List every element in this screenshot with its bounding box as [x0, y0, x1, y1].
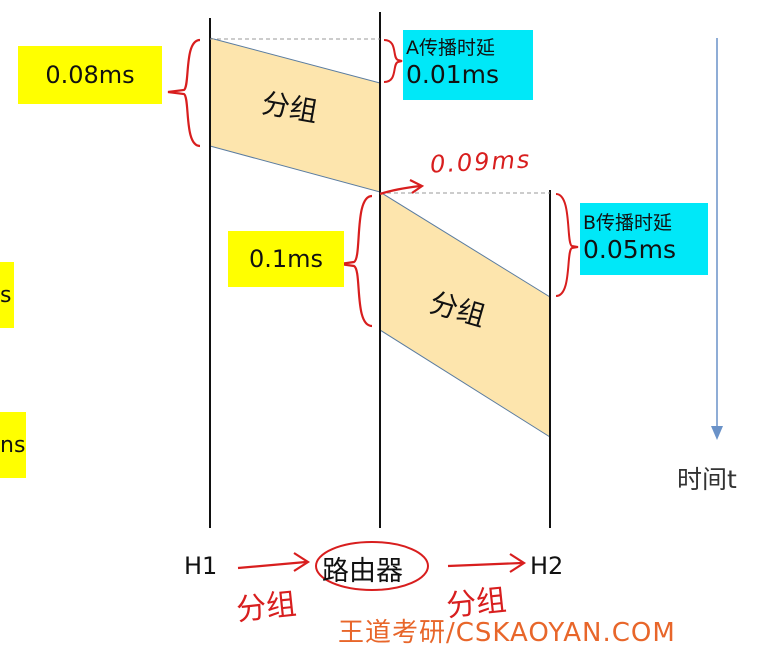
partial-left-label-2: ns: [0, 412, 26, 478]
partial-left-label-1: s: [0, 262, 14, 328]
node-h2: H2: [530, 552, 564, 580]
propagation-title-a: A传播时延: [406, 37, 495, 59]
propagation-value-a: 0.01ms: [406, 60, 500, 89]
transmission-delay-a-text: 0.08ms: [45, 61, 135, 89]
time-axis-arrowhead: [711, 426, 723, 440]
handwritten-packet-left: 分组: [234, 586, 299, 629]
propagation-delay-a: A传播时延 0.01ms: [403, 30, 533, 100]
brace-propagation-a: [383, 39, 403, 83]
partial-left-label-2-text: ns: [0, 432, 26, 458]
arrow-router-to-h2-head: [509, 553, 527, 573]
transmission-delay-a: 0.08ms: [18, 46, 162, 104]
node-router: 路由器: [322, 556, 403, 587]
partial-left-label-1-text: s: [0, 282, 12, 308]
watermark: 王道考研/CSKAOYAN.COM: [338, 618, 676, 648]
timing-diagram: [167, 12, 723, 591]
brace-propagation-b: [555, 193, 579, 297]
router-time-arrow: [379, 184, 421, 196]
router-time-arrowhead: [409, 179, 425, 194]
arrow-h1-to-router-head: [293, 552, 311, 572]
time-axis-label: 时间t: [677, 465, 737, 494]
router-time-annotation: 0.09ms: [429, 145, 532, 179]
transmission-delay-b-text: 0.1ms: [248, 245, 324, 273]
brace-transmission-a: [167, 38, 201, 148]
arrow-h1-to-router: [237, 560, 307, 570]
node-h1: H1: [184, 552, 218, 580]
brace-transmission-b: [339, 194, 373, 328]
propagation-delay-b: B传播时延 0.05ms: [580, 203, 708, 275]
router-circle: [315, 541, 429, 591]
propagation-title-b: B传播时延: [583, 212, 673, 234]
propagation-value-b: 0.05ms: [583, 235, 677, 264]
transmission-delay-b: 0.1ms: [228, 231, 344, 287]
arrow-router-to-h2: [447, 561, 523, 568]
